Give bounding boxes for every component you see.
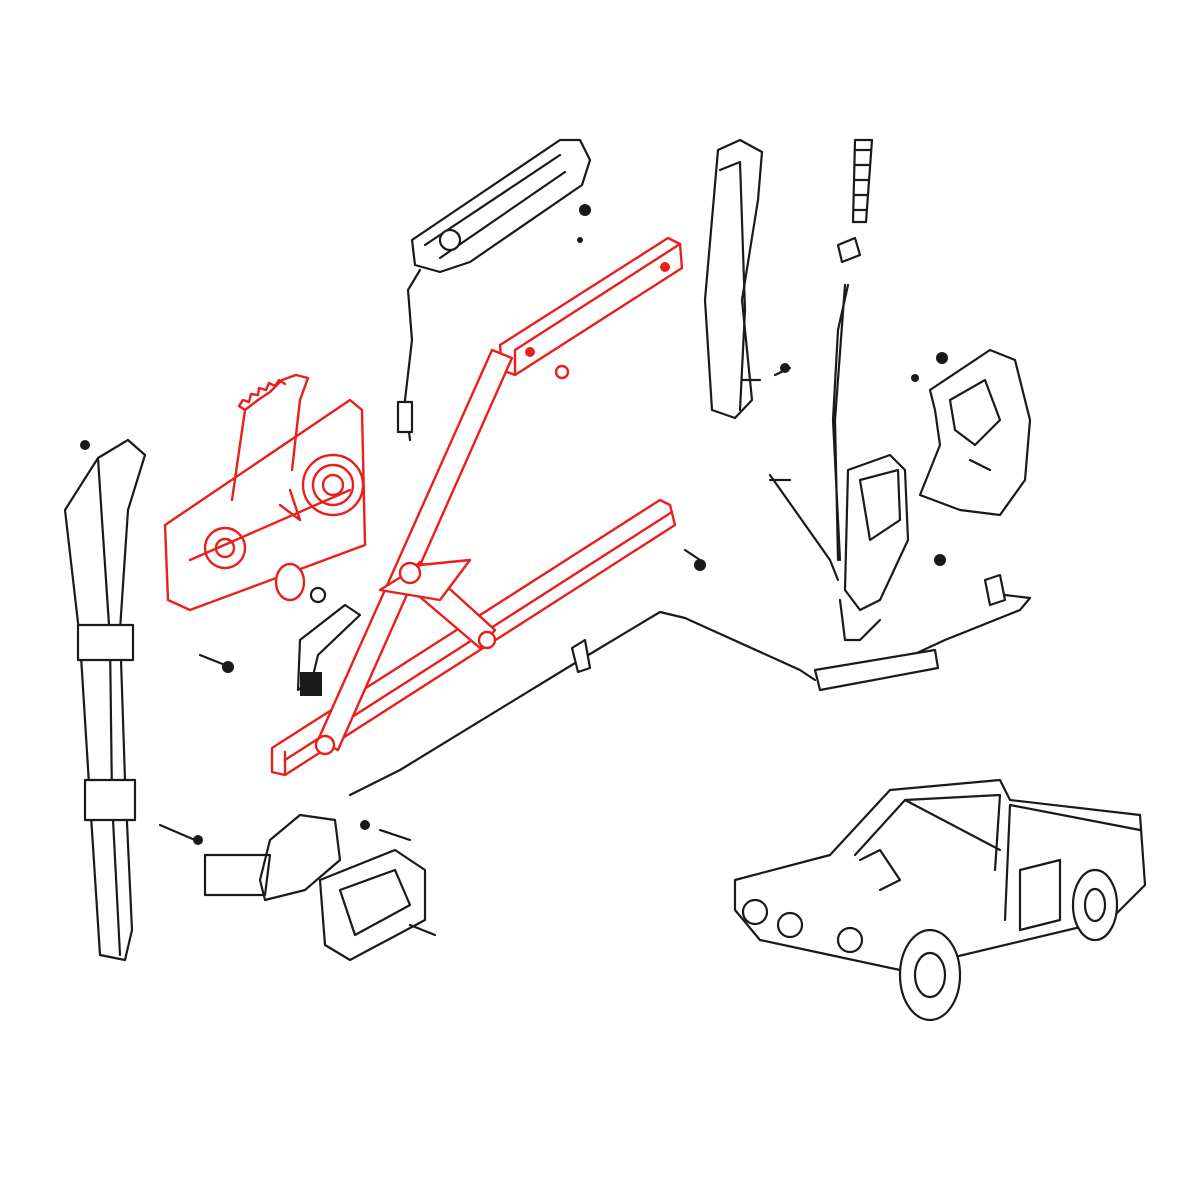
channel-bracket (83, 778, 137, 822)
handle-nut (579, 204, 591, 216)
truck-front-wheel (898, 928, 962, 1022)
remote-control-rod (348, 610, 817, 797)
backplate-detail (188, 488, 352, 562)
front-sash-run-channel (63, 438, 203, 962)
knob-grommet (836, 236, 862, 264)
outside-door-handle (396, 138, 592, 442)
spring-coil-inner (311, 463, 355, 507)
rear-sash-run-channel (703, 138, 792, 420)
window-regulator (163, 236, 684, 777)
channel-screw (780, 363, 790, 373)
regulator-washer (274, 562, 306, 602)
regulator-gear-quadrant (230, 373, 310, 502)
rail-rivet (660, 262, 670, 272)
lock-knob-rod (831, 138, 874, 562)
inside-door-handle (203, 813, 437, 962)
lock-screw (934, 554, 946, 566)
lock-screw (936, 352, 948, 364)
arm-pivot (314, 734, 336, 756)
regulator-crank-handle (198, 548, 706, 696)
truck-rear-wheel (1071, 868, 1119, 942)
channel-bracket (76, 623, 135, 662)
rail-nut (554, 364, 570, 380)
rail-rivet (525, 347, 535, 357)
regulator-crank-shaft (203, 526, 247, 570)
spring-coil-center (321, 473, 345, 497)
door-lock-assembly (768, 348, 1032, 692)
arm-pivot (477, 630, 497, 650)
truck-locator-illustration (733, 778, 1147, 1022)
regulator-upper-rail-edge (513, 242, 682, 377)
arm-pivot (398, 561, 422, 585)
lock-rod-protector (813, 648, 940, 692)
gear-teeth (237, 378, 287, 412)
regulator-spring-coil (301, 453, 365, 517)
